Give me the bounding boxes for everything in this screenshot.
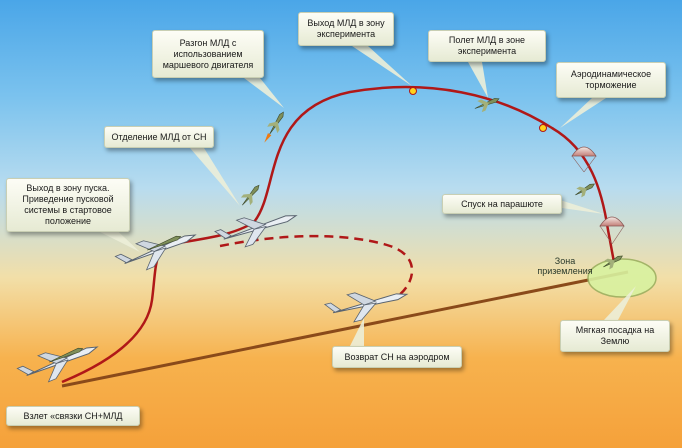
- mld-vehicle-parachute: [575, 183, 595, 198]
- pointer-flight-zone: [468, 62, 488, 98]
- pointer-aero-braking: [560, 98, 606, 128]
- landing-zone-label: Зона приземления: [537, 256, 593, 276]
- trajectory-marker-braking: [539, 124, 547, 132]
- mld-vehicle-separation: [240, 184, 260, 206]
- callout-exit-zone: Выход МЛД в зону эксперимента: [298, 12, 394, 46]
- pointer-separation: [190, 148, 240, 206]
- pointer-soft-landing: [604, 286, 636, 320]
- parachute-icon-upper: [571, 146, 597, 173]
- callout-aero-braking: Аэродинамическое торможение: [556, 62, 666, 98]
- ground-line: [61, 270, 629, 388]
- mld-vehicle-acceleration: [264, 111, 284, 143]
- mld-trajectory: [61, 85, 616, 384]
- parachute-icon-lower: [599, 216, 625, 245]
- carrier-aircraft-return: [323, 292, 409, 323]
- pointer-acceleration: [244, 78, 284, 108]
- carrier-aircraft-takeoff: [16, 346, 99, 383]
- mld-vehicle-landing: [603, 255, 623, 270]
- callout-flight-zone: Полет МЛД в зоне эксперимента: [428, 30, 546, 62]
- landing-zone: [587, 258, 657, 298]
- carrier-aircraft-launch: [114, 234, 197, 271]
- callout-takeoff: Взлет «связки СН+МЛД: [6, 406, 140, 426]
- pointer-parachute: [548, 200, 604, 214]
- callout-return: Возврат СН на аэродром: [332, 346, 462, 368]
- callout-launch-zone: Выход в зону пуска. Приведение пусковой …: [6, 178, 130, 232]
- carrier-aircraft-separation: [214, 215, 298, 248]
- callout-parachute: Спуск на парашюте: [442, 194, 562, 214]
- pointer-exit-zone: [352, 46, 412, 86]
- mld-vehicle-flight: [474, 98, 500, 113]
- callout-soft-landing: Мягкая посадка на Землю: [560, 320, 670, 352]
- callout-separation: Отделение МЛД от СН: [104, 126, 214, 148]
- return-path-dashed: [219, 234, 414, 297]
- callout-acceleration: Разгон МЛД с использованием маршевого дв…: [152, 30, 264, 78]
- trajectory-marker-exit: [409, 87, 417, 95]
- pointer-return: [350, 318, 364, 346]
